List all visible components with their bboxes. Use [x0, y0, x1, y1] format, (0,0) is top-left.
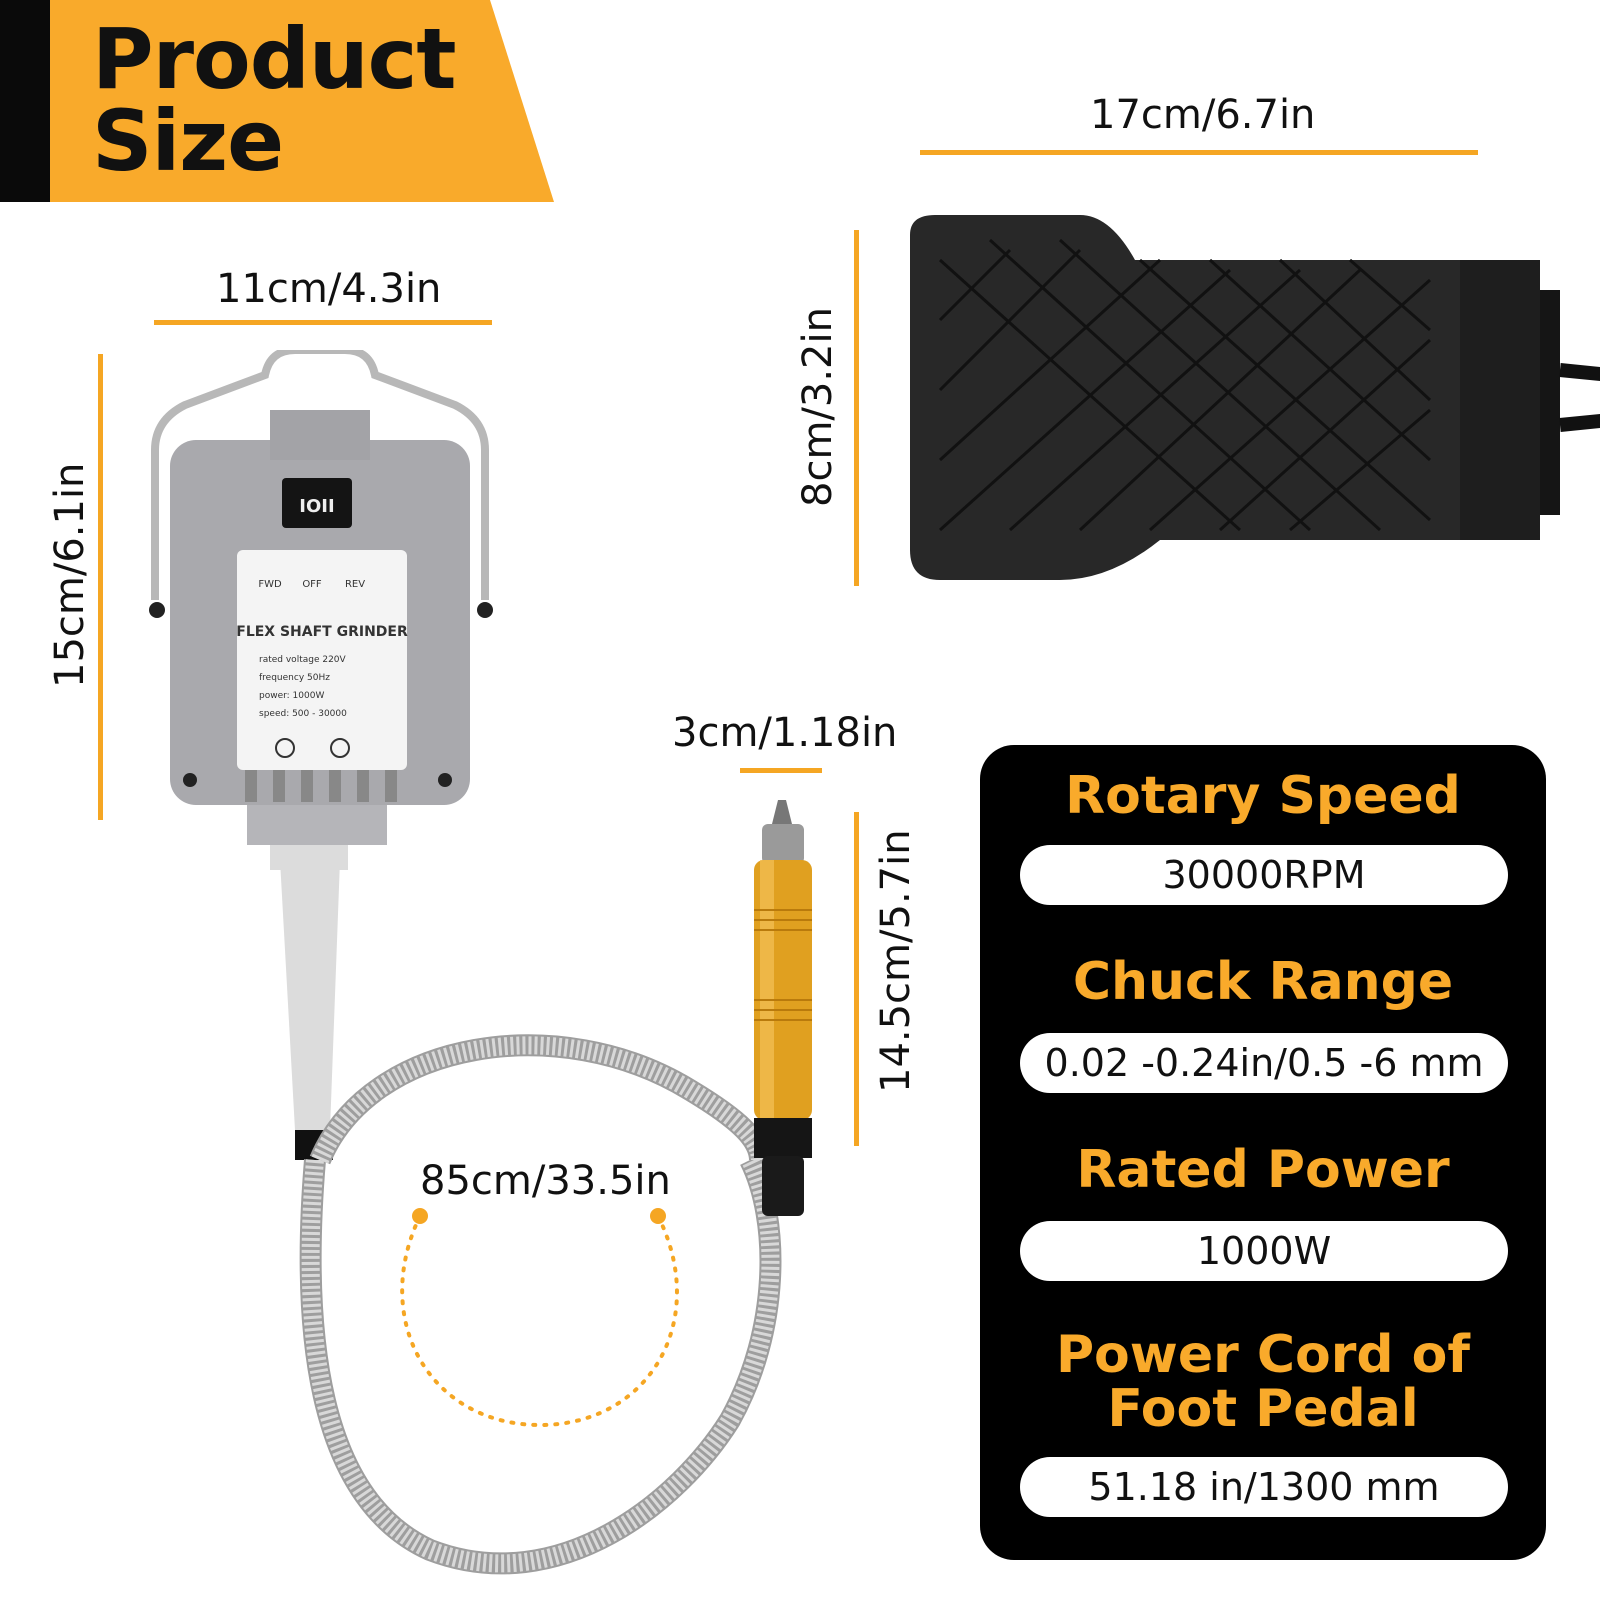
handpiece-width-label: 3cm/1.18in [672, 710, 898, 756]
handpiece-width-line [740, 768, 822, 773]
motor-spec-0: rated voltage 220V [259, 655, 347, 665]
motor-spec-1: frequency 50Hz [259, 673, 330, 683]
motor-switch-text: IOII [299, 496, 334, 517]
shaft-length-dotted-arc [400, 1208, 679, 1428]
motor-spec-2: power: 1000W [259, 691, 324, 701]
motor-mode-rev: REV [345, 579, 365, 590]
banner-black-bar [0, 0, 50, 202]
flex-shaft-illustration [280, 860, 782, 1575]
spec-panel: Rotary Speed 30000RPM Chuck Range 0.02 -… [980, 745, 1546, 1560]
motor-illustration: IOII FWD OFF REV FLEX SHAFT GRINDER rate… [149, 350, 493, 870]
banner-orange [50, 0, 554, 202]
banner-title: Product Size [92, 10, 457, 190]
pedal-height-label: 8cm/3.2in [795, 307, 841, 507]
motor-height-line [98, 354, 103, 820]
motor-spec-3: speed: 500 - 30000 [259, 709, 347, 719]
spec-title-chuck-range: Chuck Range [1072, 952, 1454, 1012]
motor-width-label: 11cm/4.3in [216, 266, 442, 312]
handpiece-length-label: 14.5cm/5.7in [873, 829, 919, 1093]
foot-pedal-illustration [910, 215, 1600, 580]
banner-title-line2: Size [92, 92, 284, 190]
handpiece-length-line [854, 812, 859, 1146]
motor-label-title: FLEX SHAFT GRINDER [236, 624, 408, 640]
spec-value-chuck-range: 0.02 -0.24in/0.5 -6 mm [1020, 1033, 1508, 1093]
shaft-length-label: 85cm/33.5in [420, 1158, 671, 1204]
spec-value-rated-power: 1000W [1020, 1221, 1508, 1281]
motor-mode-off: OFF [302, 579, 322, 590]
spec-title-rated-power: Rated Power [1076, 1140, 1450, 1200]
spec-value-power-cord: 51.18 in/1300 mm [1020, 1457, 1508, 1517]
motor-mode-fwd: FWD [258, 579, 282, 590]
spec-title-power-cord: Power Cord of Foot Pedal [1055, 1325, 1471, 1439]
pedal-width-line [920, 150, 1478, 155]
pedal-width-label: 17cm/6.7in [1090, 92, 1316, 138]
spec-title-rotary-speed: Rotary Speed [1065, 766, 1461, 826]
motor-height-label: 15cm/6.1in [47, 462, 93, 688]
motor-width-line [154, 320, 492, 325]
handpiece-illustration [754, 800, 812, 1216]
spec-value-rotary-speed: 30000RPM [1020, 845, 1508, 905]
banner-title-line1: Product [92, 10, 457, 108]
pedal-height-line [854, 230, 859, 586]
